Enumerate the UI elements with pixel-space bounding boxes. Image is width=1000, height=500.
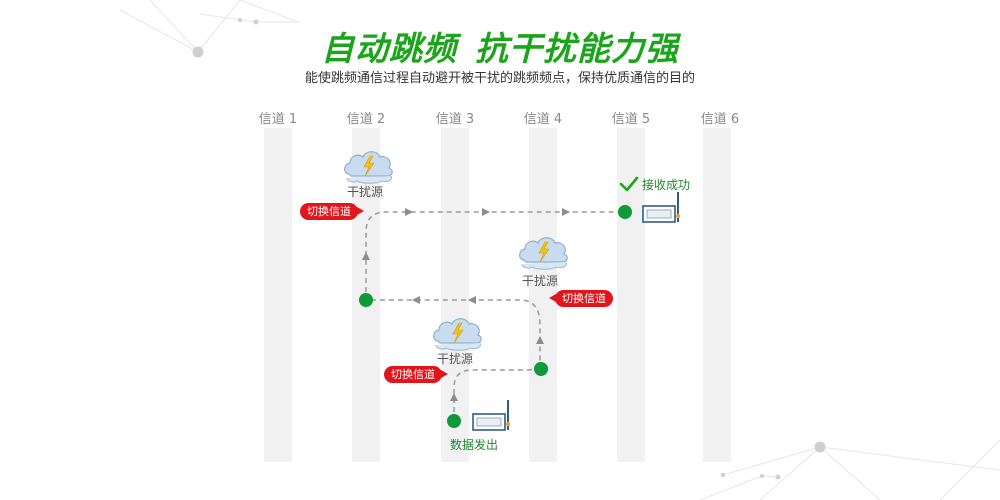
cloud-lightning-icon [433,318,482,351]
cloud-lightning-icon [519,237,568,270]
switch-channel-tag-3: 切换信道 [384,366,448,383]
node-ch2 [359,293,373,307]
success-label: 接收成功 [642,178,691,192]
check-icon [619,176,639,192]
page-subtitle: 能使跳频通信过程自动避开被干扰的跳频频点，保持优质通信的目的 [304,71,695,86]
channel-label-1: 信道 1 [258,112,298,127]
channel-column-1 [264,128,292,462]
page-title: 自动跳频抗干扰能力强 [0,22,1000,70]
node-end [618,205,632,219]
channel-label-6: 信道 6 [700,112,740,127]
cloud-lightning-icon [344,151,393,184]
channel-label-3: 信道 3 [435,112,475,127]
channel-column-6 [703,128,731,462]
title-part1: 自动跳频 [321,29,457,68]
channel-label-2: 信道 2 [346,112,386,127]
radio-device-icon [472,399,512,431]
channel-column-3 [441,128,469,462]
interference-label-1: 干扰源 [346,185,383,199]
interference-label-3: 干扰源 [436,352,473,366]
interference-label-2: 干扰源 [521,274,558,288]
switch-channel-tag-1: 切换信道 [300,203,364,220]
channel-label-5: 信道 5 [611,112,651,127]
node-start [447,414,461,428]
path-arrows [362,208,570,401]
title-part2: 抗干扰能力强 [475,29,679,68]
data-send-label: 数据发出 [450,438,499,452]
radio-device-icon [642,191,682,223]
channel-label-4: 信道 4 [523,112,563,127]
switch-channel-tag-2: 切换信道 [549,290,613,307]
node-ch4 [534,362,548,376]
